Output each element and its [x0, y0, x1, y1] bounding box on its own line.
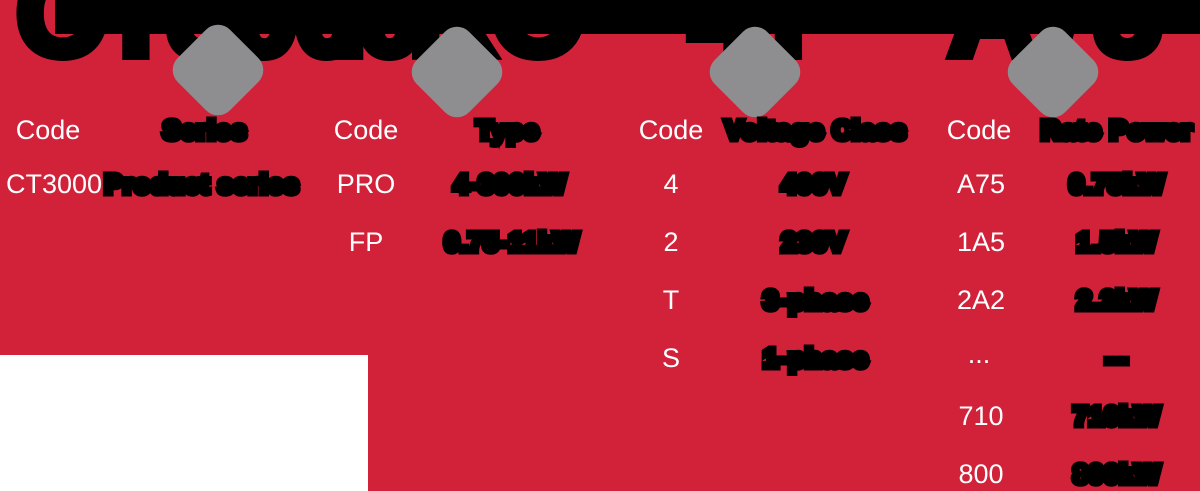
title-banner-bar	[55, 0, 1200, 34]
voltage-class-row-value: 230V	[778, 224, 849, 261]
voltage-class-code-header: Code	[638, 115, 704, 145]
voltage-class-row-value: 3-phase	[760, 282, 871, 319]
rate-power-row-value: 710kW	[1070, 398, 1163, 435]
type-value-header: Type	[473, 112, 542, 149]
rate-power-row-value: 1.5kW	[1073, 224, 1159, 261]
series-code-header: Code	[15, 115, 81, 145]
type-row-code: PRO	[336, 169, 396, 199]
rate-power-row-value: 800kW	[1070, 456, 1163, 491]
type-row-value: 0.75-11kW	[441, 224, 582, 261]
rate-power-code-header: Code	[946, 115, 1012, 145]
voltage-class-row-code: S	[661, 343, 681, 373]
rate-power-row-code: 800	[958, 459, 1004, 489]
voltage-class-row-code: T	[662, 285, 680, 315]
voltage-class-row-value: 400V	[778, 166, 849, 203]
type-code-header: Code	[333, 115, 399, 145]
page-background-corner	[0, 355, 368, 491]
rate-power-row-code: 2A2	[956, 285, 1006, 315]
rate-power-row-value: ...	[1101, 336, 1132, 373]
rate-power-row-value: 0.75kW	[1066, 166, 1168, 203]
rate-power-row-code: 710	[958, 401, 1004, 431]
voltage-class-row-code: 4	[663, 169, 679, 199]
type-row-code: FP	[348, 227, 384, 257]
series-row-value: Product series	[101, 166, 302, 203]
voltage-class-value-header: Voltage Class	[722, 112, 910, 149]
type-row-value: 4-300kW	[450, 166, 568, 203]
voltage-class-row-value: 1-phase	[760, 340, 871, 377]
voltage-class-row-code: 2	[663, 227, 679, 257]
rate-power-row-value: 2.2kW	[1073, 282, 1159, 319]
rate-power-row-code: ...	[967, 339, 991, 369]
rate-power-value-header: Rate Power	[1038, 112, 1196, 149]
rate-power-row-code: 1A5	[956, 227, 1006, 257]
series-value-header: Series	[159, 112, 249, 149]
rate-power-row-code: A75	[956, 169, 1006, 199]
series-row-code: CT3000	[5, 169, 103, 199]
